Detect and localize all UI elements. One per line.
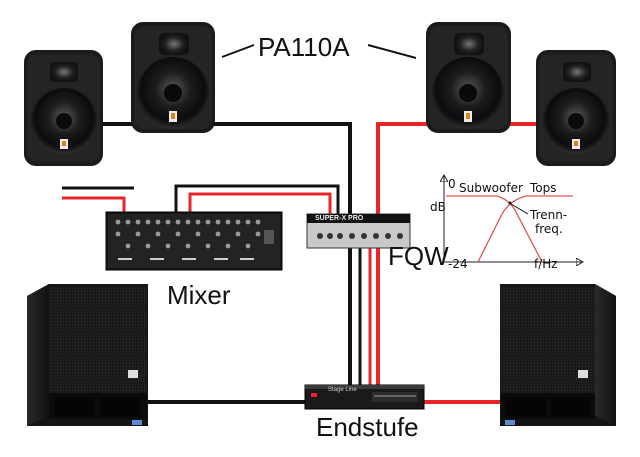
- graph-xover-pointer: [510, 203, 529, 215]
- graph-xover-label-2: freq.: [535, 222, 563, 236]
- amplifier-brand: Stage Line: [328, 387, 357, 393]
- amplifier-device: [304, 384, 425, 410]
- mixer-out-red: [188, 192, 332, 216]
- graph-xover-point: [508, 201, 512, 205]
- speaker-top-2: [131, 22, 215, 133]
- speaker-top-3: [426, 22, 511, 133]
- label-pointer-right: [367, 44, 417, 59]
- graph-y-bottom: -24: [448, 257, 468, 271]
- label-pointer-left: [221, 44, 255, 58]
- crossover-graph: [444, 176, 582, 262]
- crossover-brand: SUPER-X PRO: [315, 215, 364, 222]
- graph-x-unit: f/Hz: [534, 257, 558, 271]
- speaker-top-1: [24, 50, 103, 166]
- mixer-out-black: [174, 184, 340, 216]
- graph-tops-curve: [477, 195, 573, 263]
- graph-subwoofer-label: Subwoofer: [459, 181, 523, 195]
- speakers-label: PA110A: [258, 32, 350, 62]
- crossover-device: [306, 213, 411, 249]
- speaker-top-4: [536, 50, 616, 166]
- graph-xover-label-1: Trenn-: [530, 208, 568, 222]
- graph-y-unit: dB: [430, 200, 446, 214]
- mixer-label: Mixer: [167, 280, 231, 310]
- mixer-device: [105, 211, 283, 271]
- subwoofer-left: [27, 284, 148, 426]
- graph-tops-label: Tops: [530, 181, 557, 195]
- amplifier-label: Endstufe: [316, 412, 419, 442]
- crossover-label: FQW: [388, 241, 449, 271]
- subwoofer-right: [500, 284, 616, 426]
- graph-subwoofer-curve: [446, 195, 543, 263]
- graph-y-top: 0: [448, 177, 456, 191]
- mixer-input-red: [62, 196, 126, 212]
